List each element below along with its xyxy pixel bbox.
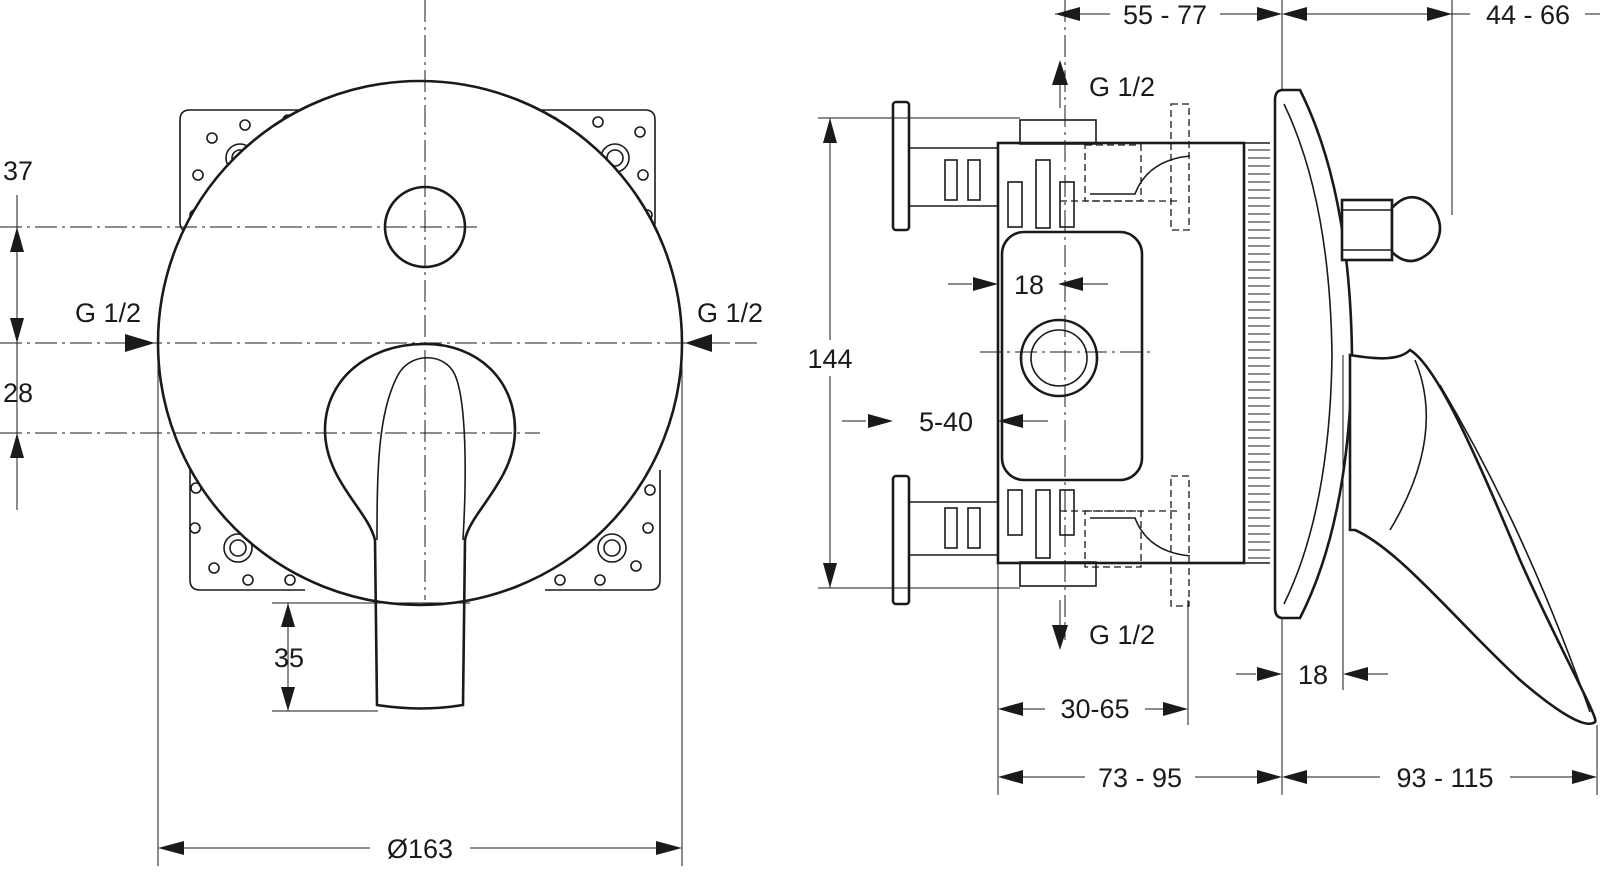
dim-lever-length: 35 — [274, 643, 304, 673]
diverter-knob-profile — [1340, 195, 1442, 263]
dim-offset-bottom: 28 — [3, 378, 33, 408]
label-outlet-bottom: G 1/2 — [1089, 620, 1155, 650]
dim-diameter: Ø163 — [387, 834, 453, 864]
label-inlet-right: G 1/2 — [697, 298, 763, 328]
dim-body-depth: 30-65 — [1060, 694, 1129, 724]
front-view: 37 28 G 1/2 G 1/2 35 Ø163 — [0, 0, 763, 866]
label-outlet-top: G 1/2 — [1089, 72, 1155, 102]
dim-top-depth: 55 - 77 — [1123, 0, 1207, 30]
cover-plate-profile — [1273, 88, 1354, 620]
valve-body — [996, 103, 1270, 607]
dim-wall-range: 5-40 — [919, 407, 973, 437]
dim-height: 144 — [807, 344, 852, 374]
lever-handle — [323, 342, 517, 710]
lever-profile — [1348, 348, 1597, 725]
dim-top-projection: 44 - 66 — [1486, 0, 1570, 30]
dim-port-width: 18 — [1014, 270, 1044, 300]
dim-install-depth: 73 - 95 — [1098, 763, 1182, 793]
label-inlet-left: G 1/2 — [75, 298, 141, 328]
dim-plate-thickness: 18 — [1298, 660, 1328, 690]
inlet-connectors — [891, 100, 998, 606]
side-view: 55 - 77 44 - 66 G 1/2 G 1/2 144 18 5-40 — [800, 0, 1600, 795]
dim-offset-top: 37 — [3, 156, 33, 186]
dim-spout-projection: 93 - 115 — [1396, 763, 1493, 793]
